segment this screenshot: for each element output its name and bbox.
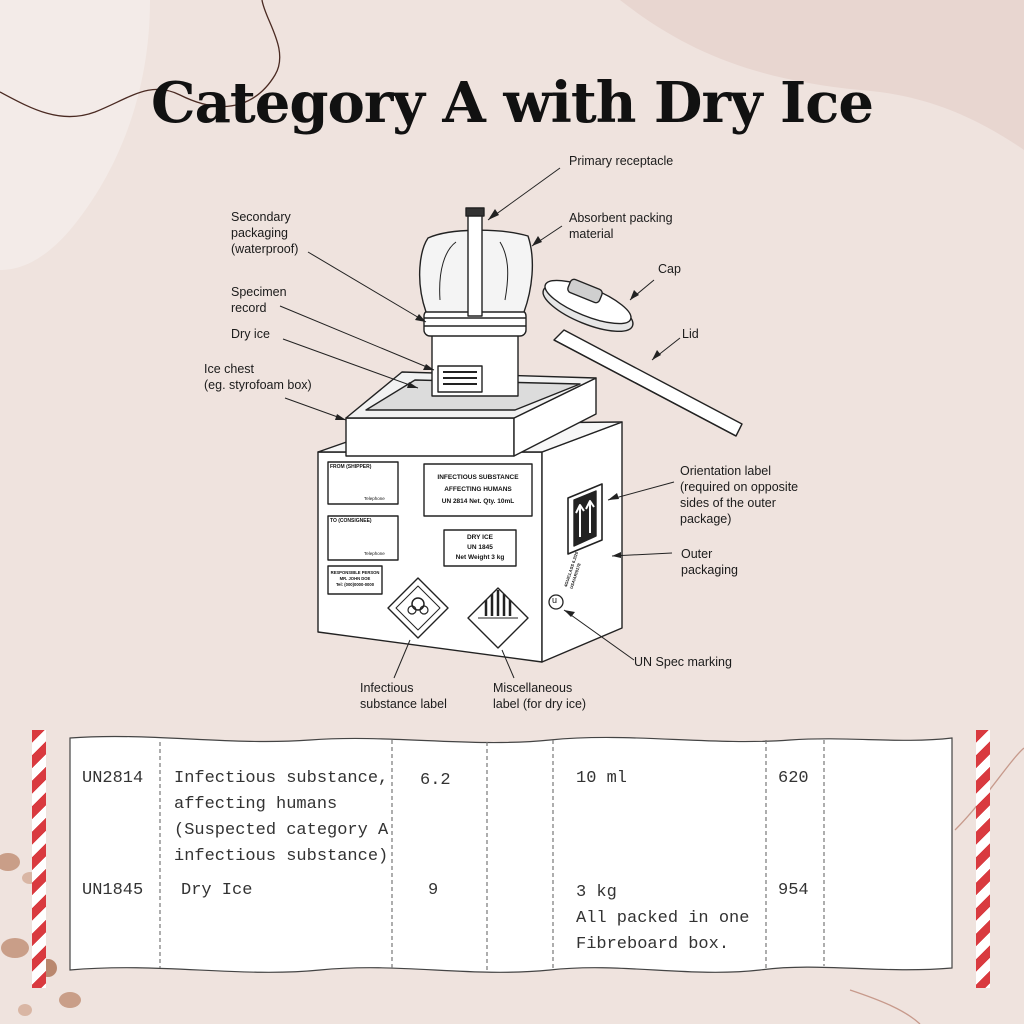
top-left-blob (0, 0, 150, 270)
from-telephone: Telephone (364, 496, 385, 501)
form-row2-quantity: 3 kg All packed in one Fibreboard box. (576, 883, 750, 954)
callout-orientation-label: Orientation label (required on opposite … (680, 464, 799, 526)
responsible-person-label: RESPONSIBLE PERSON MR. JOHN DOE Tel: (00… (330, 570, 380, 587)
un-spec-letter: u (552, 595, 558, 605)
form-row1-un-number: UN2814 (82, 769, 144, 788)
callout-specimen-record: Specimen record (231, 285, 287, 315)
dry-ice-box (443, 529, 517, 567)
callout-outer-packaging: Outer packaging (681, 547, 738, 577)
from-label: FROM (SHIPPER) (330, 464, 372, 470)
infectious-substance-text: INFECTIOUS SUBSTANCE AFFECTING HUMANS UN… (437, 474, 519, 505)
callout-un-spec-marking: UN Spec marking (634, 655, 732, 669)
callout-absorbent-material: Absorbent packing material (569, 211, 673, 241)
callout-secondary-packaging: Secondary packaging (waterproof) (231, 210, 299, 256)
form-row1-instruction: 620 (778, 769, 809, 788)
un-spec-symbol (548, 594, 564, 610)
page-title: Category A with Dry Ice (151, 70, 874, 136)
dry-ice-text: DRY ICE UN 1845 Net Weight 3 kg (455, 534, 505, 561)
wavy-line-right (954, 747, 1024, 831)
form-row2-description: Dry Ice (181, 881, 253, 900)
to-label: TO (CONSIGNEE) (330, 518, 372, 524)
callout-miscellaneous-label: Miscellaneous label (for dry ice) (493, 681, 587, 711)
callout-ice-chest: Ice chest (eg. styrofoam box) (204, 362, 312, 392)
form-row1-class: 6.2 (420, 771, 451, 790)
to-telephone: Telephone (364, 551, 385, 556)
form-row1-description: Infectious substance, affecting humans (… (174, 769, 389, 866)
infectious-box (423, 463, 533, 517)
to-box (327, 515, 399, 561)
callout-lid: Lid (682, 327, 699, 341)
dot-brown-1 (0, 853, 20, 871)
wavy-line-bottom (849, 989, 921, 1024)
callout-dry-ice: Dry ice (231, 327, 270, 341)
right-stripe-border (976, 730, 990, 988)
form-row2-class: 9 (428, 881, 439, 900)
form-row2-un-number: UN1845 (82, 881, 144, 900)
dot-brown-6 (18, 1004, 32, 1016)
top-right-blob (620, 0, 1024, 150)
form-row1-quantity: 10 ml (576, 769, 628, 788)
primary-receptacle-top (465, 207, 485, 217)
form-row2-instruction: 954 (778, 881, 809, 900)
wavy-line-top (0, 0, 281, 118)
callout-cap: Cap (658, 262, 681, 276)
left-stripe-border (32, 730, 46, 988)
dot-brown-3 (1, 938, 29, 958)
from-box (327, 461, 399, 505)
form-sheet (69, 735, 953, 973)
dot-brown-5 (59, 992, 81, 1008)
responsible-box (327, 565, 383, 595)
callout-infectious-substance-label: Infectious substance label (360, 681, 447, 711)
callout-primary-receptacle: Primary receptacle (569, 154, 674, 168)
